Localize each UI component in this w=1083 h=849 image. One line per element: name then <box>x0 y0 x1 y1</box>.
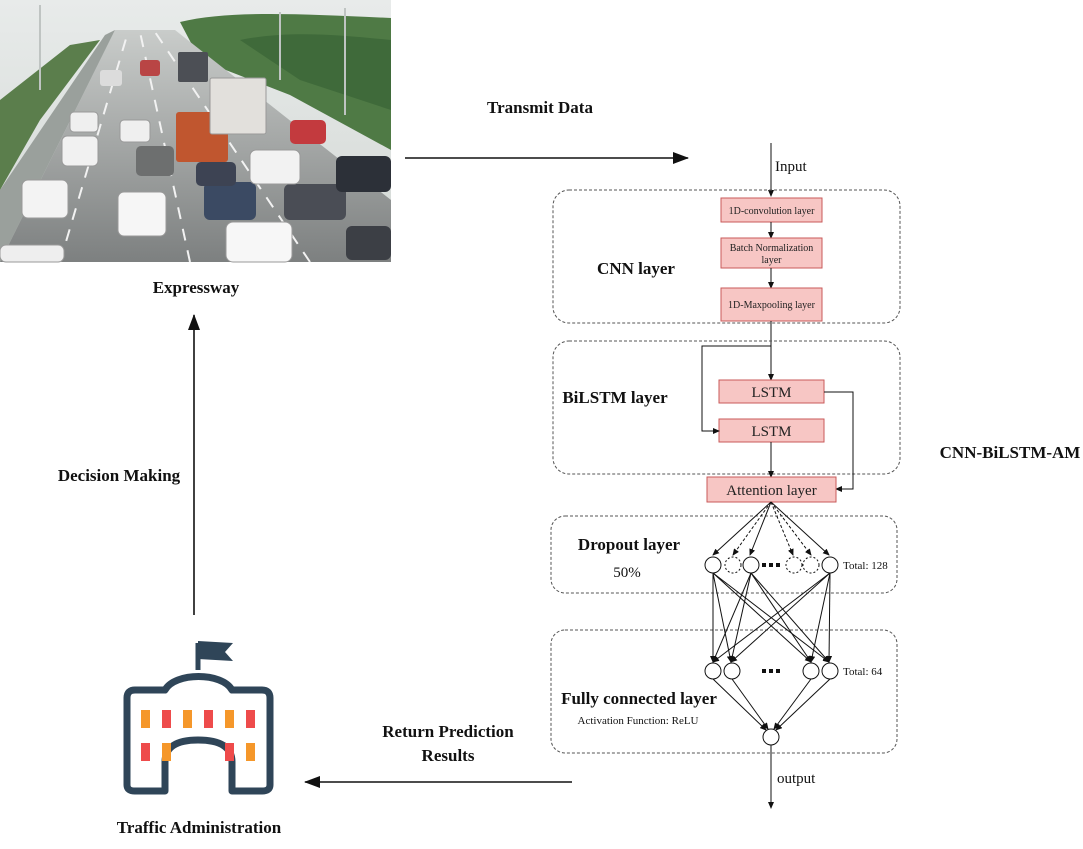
lstm-label-1: LSTM <box>751 385 791 401</box>
conv-label: 1D-convolution layer <box>729 206 815 217</box>
cnn-title: CNN layer <box>597 259 675 278</box>
fc-total: Total: 64 <box>843 666 883 678</box>
conv-box <box>720 197 823 223</box>
dropout-title: Dropout layer <box>578 535 681 554</box>
output-label: output <box>777 771 816 787</box>
bn-label-line1: Batch Normalization <box>730 243 814 254</box>
output-node <box>762 728 780 746</box>
traffic-administration-label: Traffic Administration <box>117 818 282 837</box>
lstm-label-2: LSTM <box>751 424 791 440</box>
expressway-label: Expressway <box>153 278 240 297</box>
expressway-photo <box>0 0 391 263</box>
dropout-total: Total: 128 <box>843 560 888 572</box>
dropout-nodes <box>704 556 839 574</box>
input-label: Input <box>775 159 807 175</box>
bn-label-line2: layer <box>762 255 783 266</box>
dropout-to-fc-connections <box>710 572 833 663</box>
attention-label: Attention layer <box>726 483 816 499</box>
fc-activation: Activation Function: ReLU <box>578 715 699 727</box>
bilstm-group <box>552 340 901 475</box>
fc-nodes <box>704 662 839 680</box>
bypass-to-lstm2-arrow <box>701 345 771 434</box>
dropout-group <box>550 515 898 594</box>
return-prediction-label-line1: Return Prediction <box>382 722 514 741</box>
fc-title: Fully connected layer <box>561 689 717 708</box>
attention-fanout <box>712 501 830 556</box>
pool-label: 1D-Maxpooling layer <box>728 300 816 311</box>
lstm1-to-attention-arrow <box>824 391 854 492</box>
fc-to-output-connections <box>712 678 831 731</box>
transmit-data-label: Transmit Data <box>487 98 593 117</box>
return-prediction-label-line2: Results <box>422 746 475 765</box>
bn-box <box>720 237 823 269</box>
dropout-rate: 50% <box>613 565 641 581</box>
bilstm-title: BiLSTM layer <box>562 388 668 407</box>
decision-making-label: Decision Making <box>58 466 181 485</box>
model-name-label: CNN-BiLSTM-AM <box>940 443 1081 462</box>
building-icon <box>123 641 274 795</box>
fc-group <box>550 629 898 754</box>
cnn-group <box>552 189 901 324</box>
